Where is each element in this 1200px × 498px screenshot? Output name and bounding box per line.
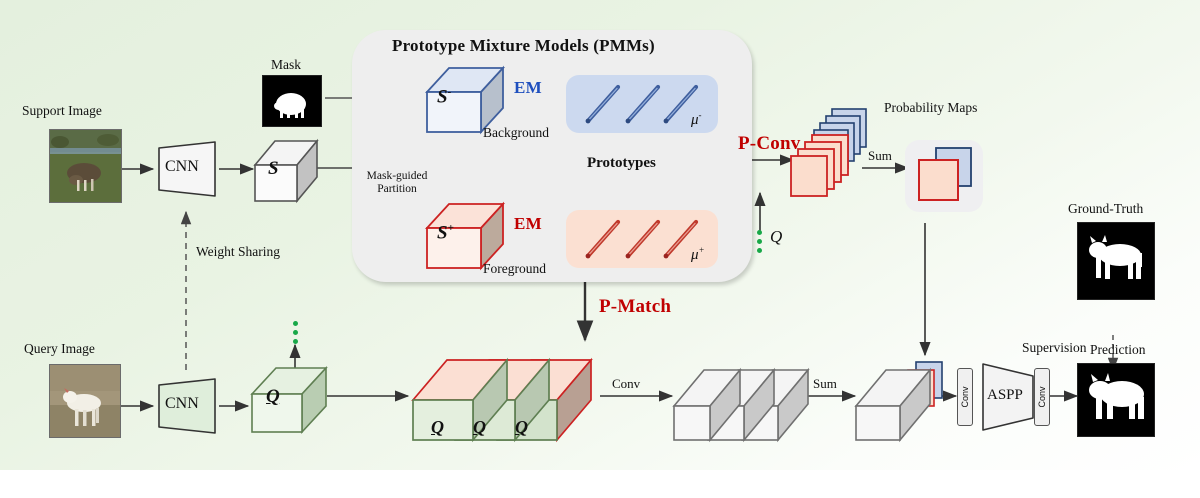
supervision-label: Supervision — [1022, 340, 1087, 355]
pconv-sum-label: Sum — [868, 148, 892, 163]
foreground-prototype-rods — [585, 219, 699, 259]
query-cnn-block — [158, 378, 216, 434]
matched-cube-label-2: Q — [473, 417, 486, 437]
summed-feature-cube — [854, 361, 943, 443]
mask-label: Mask — [271, 57, 301, 72]
mu-background-sup: - — [698, 110, 702, 120]
aspp-label: ASPP — [987, 387, 1023, 403]
mgp-line2: Partition — [377, 182, 417, 195]
s-plus-letter: S — [437, 222, 448, 244]
ground-truth-mask — [1077, 222, 1155, 300]
support-image — [49, 129, 122, 203]
support-feature-cube-label: S — [268, 158, 279, 179]
query-conv-label: Conv — [612, 376, 641, 391]
pmatch-label: P-Match — [599, 296, 672, 317]
query-image-label: Query Image — [24, 341, 95, 356]
pmms-title: Prototype Mixture Models (PMMs) — [392, 36, 655, 55]
decoder-conv-in: Conv — [957, 368, 973, 426]
decoder-sum-label: Sum — [813, 376, 837, 391]
support-image-label: Support Image — [22, 103, 102, 118]
mu-foreground-sup: + — [698, 245, 705, 255]
mu-background-symbol: μ — [691, 112, 699, 128]
decoder-conv-in-label: Conv — [960, 386, 970, 408]
prediction-label: Prediction — [1090, 342, 1146, 357]
decoder-conv-out-label: Conv — [1037, 386, 1047, 408]
support-cnn-label: CNN — [165, 158, 199, 175]
query-feature-cube — [250, 365, 328, 435]
mu-foreground-label: μ+ — [691, 245, 705, 264]
s-minus-sup: - — [447, 86, 452, 98]
support-background-cube — [424, 65, 506, 135]
probability-maps-label: Probability Maps — [884, 100, 978, 115]
background-caption: Background — [483, 125, 549, 140]
em-background-label: EM — [514, 78, 542, 97]
mu-background-label: μ- — [691, 110, 702, 129]
prediction-mask — [1077, 363, 1155, 437]
weight-sharing-label: Weight Sharing — [196, 244, 281, 259]
ground-truth-label: Ground-Truth — [1068, 201, 1144, 216]
pconv-query-symbol: Q — [770, 227, 783, 246]
support-cnn-block — [158, 141, 216, 197]
query-cnn-label: CNN — [165, 395, 199, 412]
mgp-line1: Mask-guided — [366, 170, 428, 182]
em-foreground-label: EM — [514, 214, 542, 233]
query-image — [49, 364, 121, 438]
support-foreground-cube — [424, 201, 506, 271]
background-prototype-rods — [585, 84, 699, 124]
support-mask-image — [262, 75, 322, 127]
query-feature-dots — [293, 321, 298, 348]
support-foreground-cube-label: S+ — [437, 222, 454, 244]
mu-foreground-symbol: μ — [691, 247, 699, 263]
foreground-caption: Foreground — [483, 261, 546, 276]
aspp-block — [982, 363, 1034, 431]
decoder-conv-out: Conv — [1034, 368, 1050, 426]
s-minus-letter: S — [437, 86, 448, 108]
s-plus-sup: + — [447, 222, 454, 234]
support-feature-cube — [253, 138, 319, 204]
probability-maps-stack — [918, 147, 972, 201]
mask-guided-partition-label: Mask-guided Partition — [363, 170, 431, 195]
prototypes-label: Prototypes — [587, 155, 656, 171]
conv-feature-cubes — [672, 367, 810, 443]
matched-cube-label-3: Q — [515, 417, 528, 437]
support-background-cube-label: S- — [437, 86, 451, 108]
matched-feature-cubes — [411, 357, 593, 443]
query-feature-cube-label: Q — [266, 386, 280, 407]
pconv-label: P-Conv — [738, 133, 801, 154]
pconv-query-dots — [757, 230, 762, 257]
matched-cube-label-1: Q — [431, 417, 444, 437]
pconv-probability-stack — [790, 108, 867, 197]
